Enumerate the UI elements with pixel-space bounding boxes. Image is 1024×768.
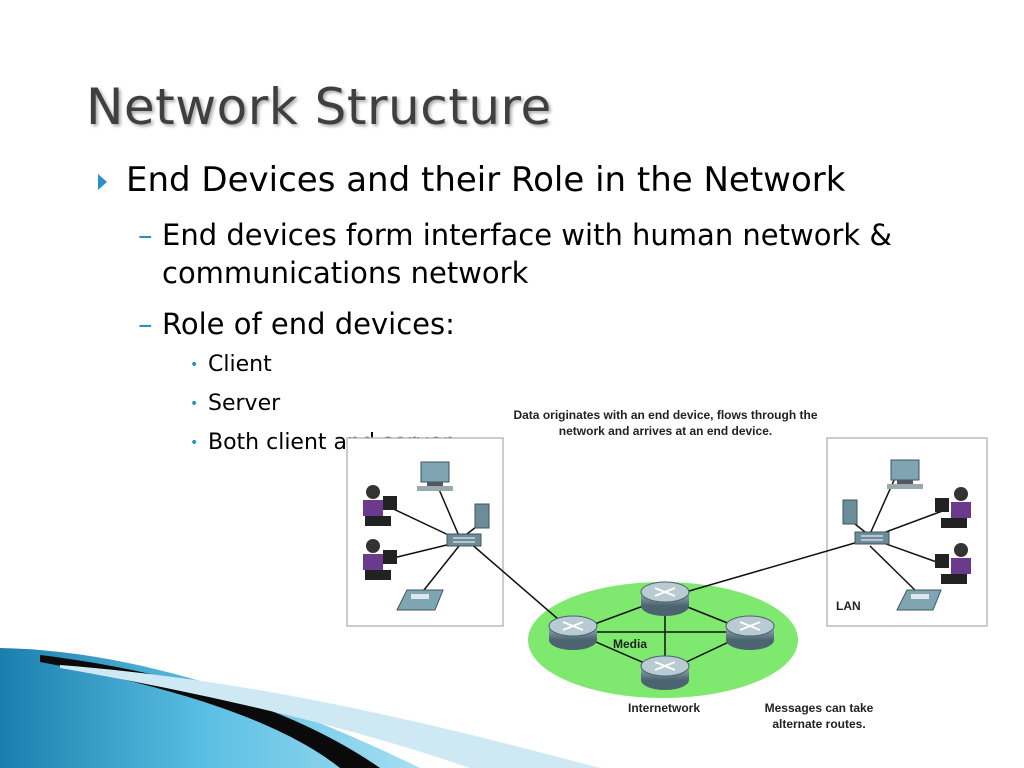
user-at-computer-icon [363,485,397,526]
router-icon [725,615,775,650]
label-internetwork: Internetwork [628,701,701,715]
router-icon [640,581,690,616]
dot-bullet-icon: • [190,435,199,451]
slide-title: Network Structure [86,78,552,136]
label-media: Media [613,637,648,651]
bullet-text: End Devices and their Role in the Networ… [126,160,846,200]
user-at-computer-icon [363,539,397,580]
server-icon [842,499,858,525]
dot-bullet-icon: • [190,357,199,373]
ip-phone-icon [396,589,444,611]
dash-bullet-icon: – [138,307,153,341]
switch-icon [446,533,482,547]
label-lan: LAN [836,599,861,613]
dot-bullet-icon: • [190,396,199,412]
caption-top: Data originates with an end device, flow… [513,408,818,438]
dash-bullet-icon: – [138,218,153,252]
switch-icon [854,531,890,545]
user-at-computer-icon [935,543,971,584]
network-diagram [346,437,988,698]
sub-bullet-text: End devices form interface with human ne… [162,218,893,290]
router-icon [548,615,598,650]
router-icon [640,655,690,690]
triangle-bullet-icon [98,174,107,190]
desktop-computer-icon [417,461,453,491]
ip-phone-icon [896,589,942,611]
sub-bullet-text: Role of end devices: [162,307,455,341]
user-at-computer-icon [935,487,971,528]
caption-bottom: Messages can take alternate routes. [764,701,874,731]
media-cloud [528,582,798,698]
desktop-computer-icon [887,459,923,489]
server-icon [474,503,490,529]
